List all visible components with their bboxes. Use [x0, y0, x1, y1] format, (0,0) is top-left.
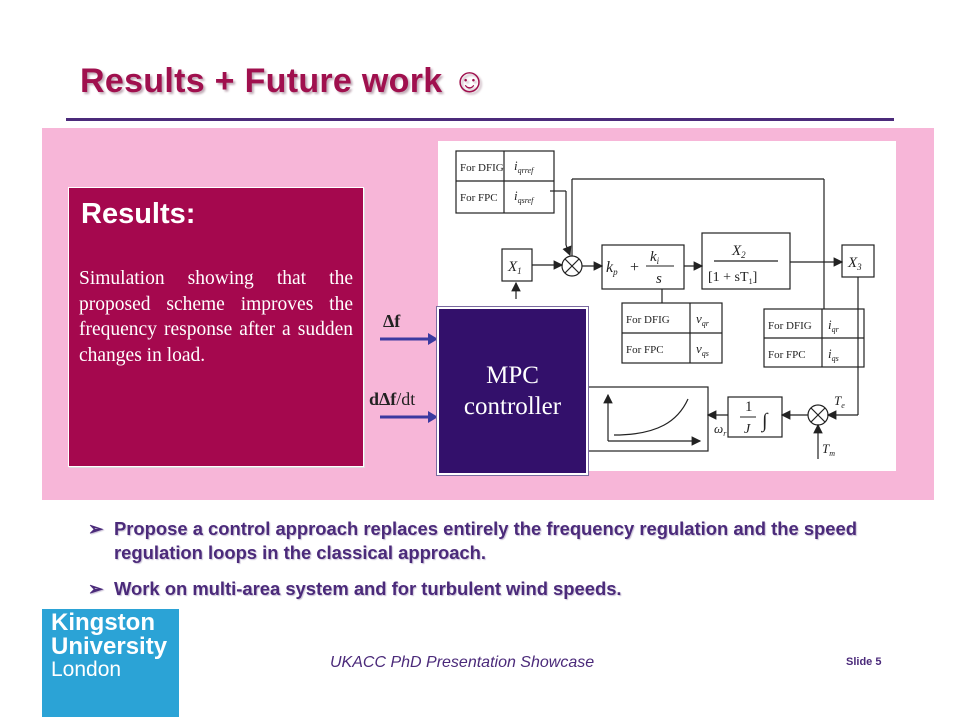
svg-text:s: s	[656, 271, 662, 287]
mpc-controller-box: MPC controller	[436, 306, 589, 476]
d-delta-f-label: dΔf/dt	[369, 389, 416, 409]
results-heading: Results:	[81, 198, 196, 230]
list-item: ➢Work on multi-area system and for turbu…	[88, 578, 622, 599]
d-delta-f-arrow	[380, 411, 438, 423]
results-box: Results: Simulation showing that the pro…	[68, 187, 364, 467]
svg-text:For DFIG: For DFIG	[626, 314, 670, 326]
svg-text:For FPC: For FPC	[768, 349, 806, 361]
svg-text:For DFIG: For DFIG	[768, 320, 812, 332]
block-diagram-svg: For DFIG For FPC iqrref iqsref X1 kp + k…	[455, 150, 875, 459]
svg-text:iqr: iqr	[828, 317, 840, 334]
svg-text:iqs: iqs	[828, 346, 839, 363]
svg-text:vqr: vqr	[696, 311, 710, 328]
svg-text:[1 + sT1]: [1 + sT1]	[708, 270, 757, 286]
future-work-list: ➢Propose a control approach replaces ent…	[88, 517, 908, 613]
mpc-label: MPC	[486, 362, 539, 389]
footer-text: UKACC PhD Presentation Showcase	[330, 654, 595, 671]
slide-number: Slide 5	[846, 656, 882, 668]
svg-text:ki: ki	[650, 249, 660, 266]
svg-text:+: +	[630, 259, 639, 276]
svg-text:Tm: Tm	[822, 441, 835, 458]
controller-label: controller	[463, 393, 562, 420]
svg-text:1: 1	[745, 399, 753, 415]
x2-block	[701, 232, 791, 290]
x3-block	[841, 244, 875, 278]
svg-text:iqsref: iqsref	[514, 188, 535, 205]
list-item: ➢Propose a control approach replaces ent…	[88, 518, 857, 563]
svg-text:vqs: vqs	[696, 341, 709, 358]
arrow-bullet-icon: ➢	[88, 518, 104, 539]
ref-table-top	[455, 150, 555, 214]
svg-text:X3: X3	[847, 255, 862, 272]
title-divider	[66, 118, 894, 121]
svg-text:ωr: ωr	[714, 421, 727, 438]
arrow-bullet-icon: ➢	[88, 578, 104, 599]
svg-text:For FPC: For FPC	[626, 344, 664, 356]
delta-f-label: Δf	[383, 311, 401, 331]
svg-text:J: J	[744, 422, 751, 437]
diag-for-dfig-1: For DFIG	[460, 162, 504, 174]
svg-text:iqrref: iqrref	[514, 158, 535, 175]
svg-text:X2: X2	[731, 243, 746, 260]
svg-text:Te: Te	[834, 393, 845, 410]
svg-text:∫: ∫	[760, 410, 769, 433]
smiley-icon: ☺	[452, 62, 488, 100]
svg-text:kp: kp	[606, 259, 618, 277]
delta-f-arrow	[380, 333, 438, 345]
svg-text:X1: X1	[507, 259, 522, 276]
kingston-university-logo: Kingston University London	[42, 609, 179, 717]
slide-title: Results + Future work ☺	[80, 62, 488, 100]
diag-for-fpc-1: For FPC	[460, 192, 498, 204]
results-text: Simulation showing that the proposed sch…	[79, 268, 353, 366]
